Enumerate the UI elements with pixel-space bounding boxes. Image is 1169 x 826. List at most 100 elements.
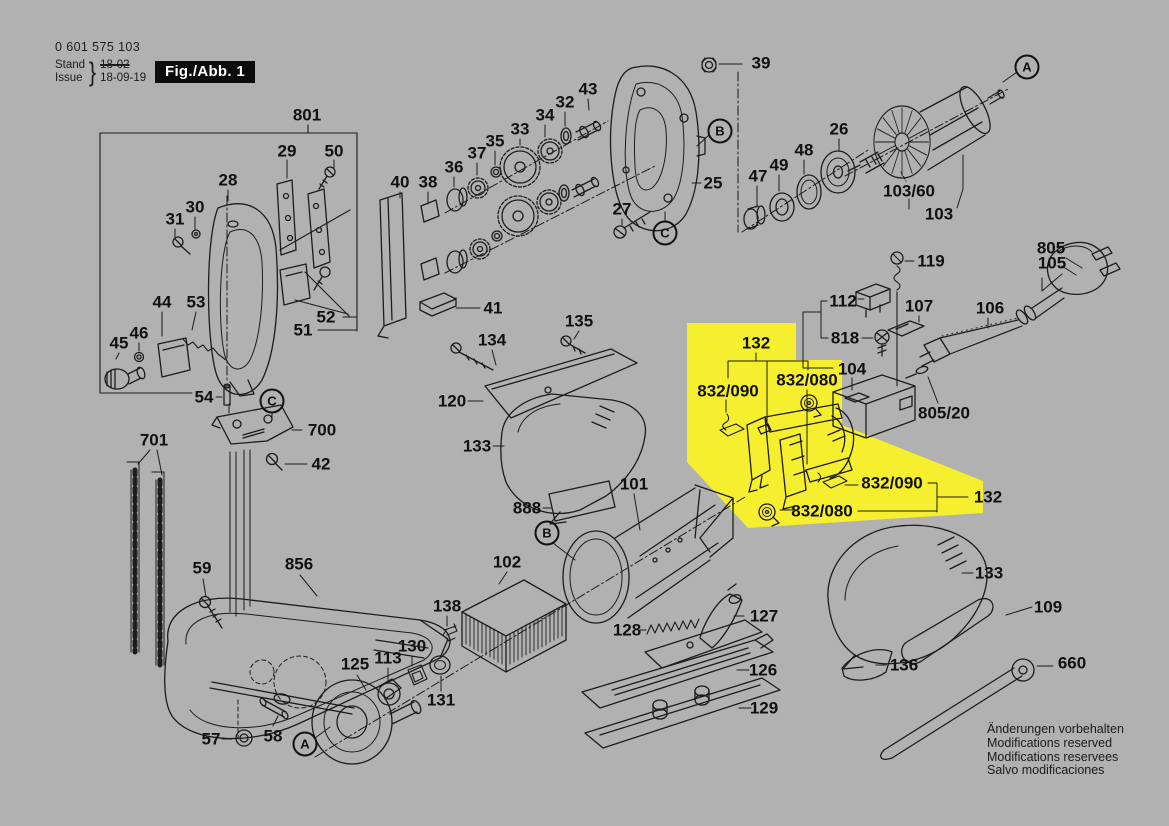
cable-plug-drawing [923, 241, 1121, 363]
part-label-26: 26 [829, 119, 849, 139]
part-label-129: 129 [749, 698, 779, 718]
part-label-120: 120 [437, 391, 467, 411]
switch-group-drawing [827, 251, 935, 442]
footer-note-es: Salvo modificaciones [987, 763, 1105, 778]
part-label-132: 132 [973, 487, 1003, 507]
view-marker-A: A [292, 731, 318, 757]
view-marker-B: B [534, 520, 560, 546]
part-label-832-090: 832/090 [861, 473, 923, 493]
part-label-134: 134 [477, 330, 507, 350]
part-label-43: 43 [578, 79, 598, 99]
part-label-106: 106 [975, 298, 1005, 318]
part-label-832-080: 832/080 [791, 501, 853, 521]
part-label-40: 40 [390, 172, 410, 192]
part-label-133: 133 [974, 563, 1004, 583]
part-label-36: 36 [444, 157, 464, 177]
part-label-29: 29 [277, 141, 297, 161]
bracket-801 [99, 124, 358, 394]
figure-label: Fig./Abb. 1 [165, 63, 245, 80]
revision-block: Stand Issue } 18-02 18-09-19 [55, 56, 147, 87]
view-marker-C: C [652, 220, 678, 246]
view-marker-A: A [1014, 54, 1040, 80]
part-label-41: 41 [483, 298, 503, 318]
part-label-660: 660 [1057, 653, 1087, 673]
part-label-112: 112 [829, 291, 857, 311]
part-label-801: 801 [292, 105, 322, 125]
issue-date: 18-09-19 [100, 72, 147, 84]
part-label-701: 701 [139, 430, 169, 450]
part-label-33: 33 [510, 119, 530, 139]
part-label-25: 25 [703, 173, 723, 193]
part-label-34: 34 [535, 105, 555, 125]
part-label-805: 805 [1036, 238, 1066, 258]
armature-103-drawing [847, 85, 1005, 179]
part-label-39: 39 [751, 53, 771, 73]
bearing-row-drawing [743, 150, 856, 230]
part-label-832-090: 832/090 [697, 381, 759, 401]
part-label-32: 32 [555, 92, 575, 112]
part-label-105: 105 [1037, 253, 1067, 273]
brush-holder-132-drawing [719, 394, 855, 527]
part-label-42: 42 [311, 454, 331, 474]
part-label-126: 126 [748, 660, 778, 680]
part-label-59: 59 [192, 558, 212, 578]
blade-guide-drawing [581, 583, 781, 749]
part-label-113: 113 [374, 648, 402, 668]
part-label-132: 132 [741, 333, 771, 353]
footer-note-fr: Modifications reservees [987, 749, 1119, 764]
part-label-138: 138 [432, 596, 462, 616]
right-covers-drawing [827, 524, 1035, 760]
leader-lines [115, 63, 1063, 740]
part-label-53: 53 [186, 292, 206, 312]
part-label-51: 51 [293, 320, 313, 340]
order-number: 0 601 575 103 [55, 40, 141, 54]
part-label-107: 107 [904, 296, 934, 316]
part-label-135: 135 [564, 311, 594, 331]
gear-cover-28-drawing [172, 166, 336, 397]
brace-glyph: } [88, 56, 97, 87]
view-marker-B: B [707, 118, 733, 144]
motor-housing-101-drawing [548, 480, 734, 624]
part-label-28: 28 [218, 170, 238, 190]
highlight-region [687, 323, 983, 528]
part-label-700: 700 [307, 420, 337, 440]
part-label-35: 35 [485, 131, 505, 151]
part-label-54: 54 [194, 387, 214, 407]
issue-label: Issue [55, 72, 83, 84]
part-label-888: 888 [512, 498, 542, 518]
part-label-30: 30 [185, 197, 205, 217]
footer-note-en: Modifications reserved [987, 735, 1113, 750]
bearing-flange-125-drawing [311, 623, 458, 765]
stator-102-drawing [461, 579, 567, 673]
axis-lines [226, 71, 1011, 758]
part-label-37: 37 [467, 143, 487, 163]
part-label-131: 131 [426, 690, 456, 710]
part-label-27: 27 [612, 199, 632, 219]
part-label-832-080: 832/080 [776, 370, 838, 390]
part-label-109: 109 [1033, 597, 1063, 617]
clamp-44-drawing [104, 337, 231, 406]
part-label-133: 133 [462, 436, 492, 456]
stand-label: Stand [55, 59, 86, 71]
part-label-58: 58 [263, 726, 283, 746]
part-label-103-60: 103/60 [883, 181, 935, 201]
covers-120-133-drawing [377, 192, 647, 525]
part-label-128: 128 [612, 620, 642, 640]
footer-note-de: Änderungen vorbehalten [987, 722, 1124, 736]
part-label-104: 104 [837, 359, 867, 379]
part-label-101: 101 [619, 474, 649, 494]
part-label-50: 50 [324, 141, 344, 161]
part-label-103: 103 [924, 204, 954, 224]
part-label-48: 48 [794, 140, 814, 160]
part-label-127: 127 [749, 606, 779, 626]
part-label-45: 45 [109, 333, 129, 353]
base-plate-856-drawing [164, 595, 451, 747]
part-label-136: 136 [889, 655, 919, 675]
part-label-119: 119 [917, 251, 945, 271]
part-label-49: 49 [769, 155, 789, 175]
part-label-102: 102 [492, 552, 522, 572]
figure-label-box: Fig./Abb. 1 [155, 61, 255, 83]
pressure-plate-700-drawing [211, 404, 294, 471]
